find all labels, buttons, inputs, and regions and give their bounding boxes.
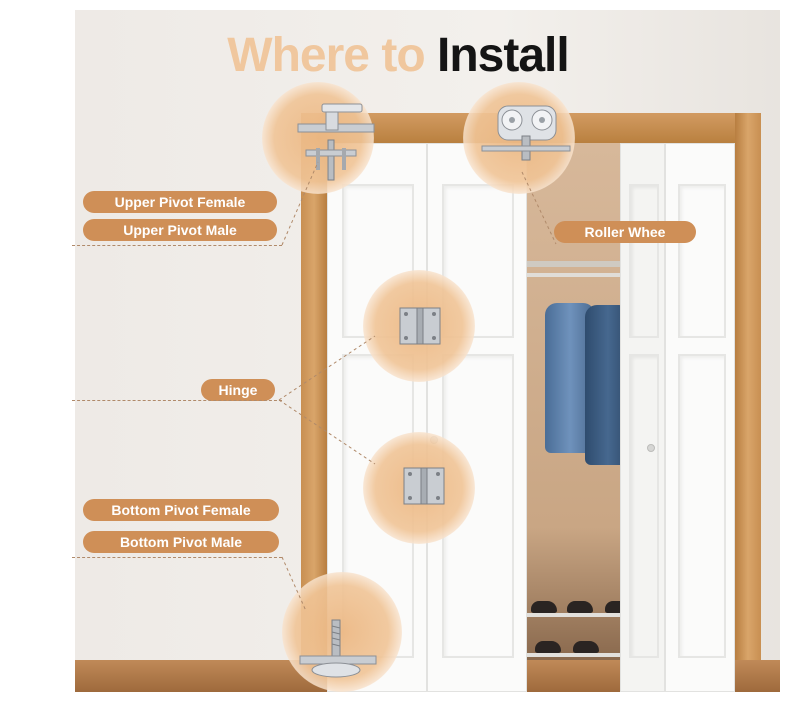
leader-line-roller-wheel [521,171,557,245]
leader-line-upper-pivot-diagonal [281,161,319,246]
upper-pivot-callout [262,82,374,194]
leader-line-hinge [72,400,282,401]
bottom-pivot-icon [299,619,377,678]
door-frame-right [735,113,761,692]
label-hinge: Hinge [201,379,275,401]
label-bottom-pivot-male: Bottom Pivot Male [83,531,279,553]
label-bottom-pivot-female: Bottom Pivot Female [83,499,279,521]
title-part-1: Where to [227,29,425,82]
title-part-2: Install [436,29,570,82]
page-title: Where to Install [0,28,796,83]
hinge-icon [403,467,445,505]
label-upper-pivot-male: Upper Pivot Male [83,219,277,241]
leader-line-hinge-diagonals [278,335,376,465]
label-upper-pivot-female: Upper Pivot Female [83,191,277,213]
leader-line-bottom-pivot-diagonal [281,556,307,612]
label-roller-wheel: Roller Whee [554,221,696,243]
leader-line-bottom-pivot [72,557,282,558]
hinge-icon [399,307,441,345]
roller-wheel-icon [481,105,571,161]
upper-pivot-icon [297,103,375,181]
leader-line-upper-pivot [72,245,282,246]
bifold-door-left-2 [427,143,527,692]
